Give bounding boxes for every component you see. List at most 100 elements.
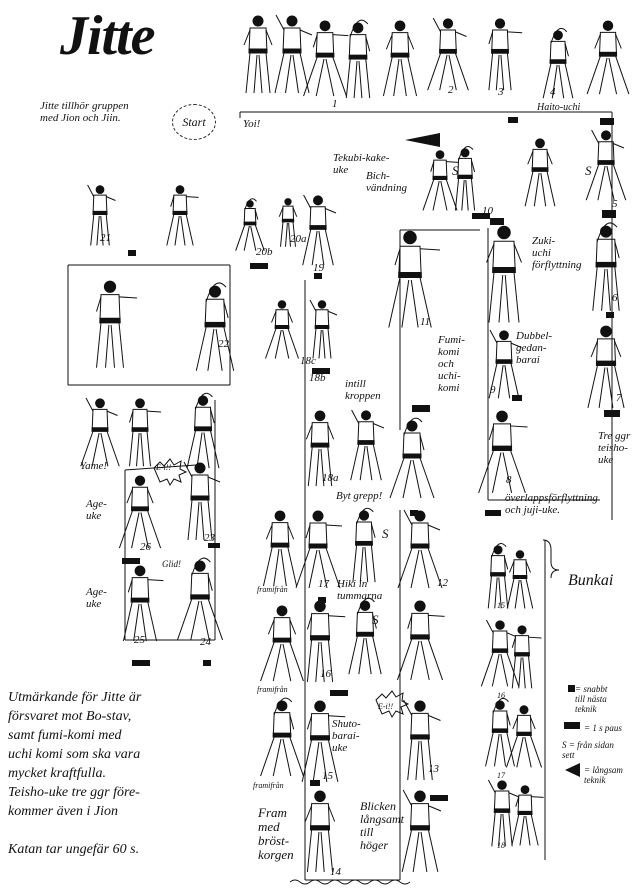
step-number-17: 17 bbox=[318, 578, 329, 590]
legend-triangle-icon bbox=[565, 763, 580, 777]
label-blicken: Blicken långsamt till höger bbox=[360, 799, 405, 852]
karate-figure bbox=[186, 392, 220, 469]
timing-marker bbox=[512, 395, 522, 401]
timing-marker bbox=[203, 660, 211, 666]
timing-marker bbox=[604, 410, 620, 417]
karate-figure bbox=[524, 138, 556, 207]
karate-figure bbox=[487, 779, 520, 847]
karate-figure bbox=[487, 543, 509, 609]
kiai-burst-2: E-i!! bbox=[378, 702, 394, 711]
karate-figure bbox=[422, 150, 459, 211]
karate-figure bbox=[260, 605, 304, 682]
step-number-13: 13 bbox=[428, 763, 439, 775]
karate-figure bbox=[478, 410, 528, 494]
karate-figure bbox=[585, 129, 627, 201]
karate-figure bbox=[348, 597, 382, 675]
timing-marker bbox=[312, 368, 330, 374]
timing-marker bbox=[508, 117, 518, 123]
legend-slow: = långsam teknik bbox=[584, 765, 623, 785]
timing-marker bbox=[122, 558, 140, 564]
step-number-2: 2 bbox=[448, 84, 454, 96]
karate-figure bbox=[506, 550, 534, 609]
karate-figure bbox=[305, 410, 335, 487]
karate-figure bbox=[195, 282, 235, 371]
timing-marker bbox=[410, 510, 418, 516]
step-number-5: 5 bbox=[612, 198, 618, 210]
karate-figure bbox=[265, 300, 299, 359]
label-hiki-in: Hiki in tummarna bbox=[337, 578, 383, 602]
karate-figure bbox=[485, 697, 515, 767]
karate-figure bbox=[183, 461, 221, 541]
karate-figure bbox=[301, 700, 346, 783]
label-age-uke-2: Age- uke bbox=[86, 586, 107, 610]
step-number-11: 11 bbox=[420, 316, 431, 328]
kata-title: Jitte bbox=[60, 5, 156, 67]
step-number-26: 26 bbox=[140, 541, 151, 553]
label-yame: Yame! bbox=[80, 460, 108, 472]
karate-figure bbox=[118, 475, 162, 549]
karate-figure bbox=[166, 185, 199, 246]
karate-figure bbox=[260, 697, 304, 777]
step-number-6: 6 bbox=[612, 292, 618, 304]
kiai-burst-icon bbox=[375, 690, 410, 718]
legend-side: S = från sidan sett bbox=[562, 740, 614, 760]
karate-figure bbox=[388, 230, 441, 328]
start-marker: Start bbox=[172, 104, 216, 140]
timing-marker bbox=[310, 780, 320, 786]
step-number-15: 15 bbox=[322, 770, 333, 782]
label-intill-kroppen: intill kroppen bbox=[345, 378, 381, 402]
label-byt-grepp: Byt grepp! bbox=[336, 490, 383, 502]
bunkai-number: 15 bbox=[497, 601, 505, 610]
timing-marker bbox=[208, 543, 220, 548]
bunkai-number: 16 bbox=[497, 691, 505, 700]
side-view-mark: S bbox=[372, 612, 379, 627]
side-view-mark: S bbox=[382, 526, 389, 541]
step-number-16: 16 bbox=[320, 668, 331, 680]
karate-figure bbox=[87, 184, 116, 246]
label-overlapp: överlappsförflyttning och juji-uke. bbox=[505, 492, 598, 516]
karate-figure bbox=[309, 299, 338, 359]
notes-text: Utmärkande för Jitte är försvaret mot Bo… bbox=[8, 690, 142, 857]
step-number-18a: 18a bbox=[322, 472, 339, 484]
label-dubbel-gedan-barai: Dubbel- gedan- barai bbox=[516, 330, 553, 366]
karate-figure bbox=[592, 222, 620, 311]
karate-figure bbox=[427, 17, 469, 91]
step-number-25: 25 bbox=[134, 634, 145, 646]
karate-figure bbox=[235, 198, 265, 251]
step-number-7: 7 bbox=[616, 392, 622, 404]
karate-figure bbox=[243, 15, 273, 94]
step-number-21: 21 bbox=[100, 232, 111, 244]
karate-figure bbox=[80, 397, 120, 467]
label-tre-ggr: Tre ggr teisho- uke bbox=[598, 430, 631, 466]
bunkai-title: Bunkai bbox=[568, 572, 614, 589]
karate-figure bbox=[278, 198, 298, 247]
karate-figure bbox=[389, 417, 435, 499]
step-number-10: 10 bbox=[482, 205, 493, 217]
bunkai-number: 18 bbox=[497, 841, 505, 850]
label-shuto-barai-uke: Shuto- barai- uke bbox=[332, 718, 361, 754]
karate-figure bbox=[505, 705, 543, 768]
step-number-12: 12 bbox=[437, 577, 448, 589]
step-number-20b: 20b bbox=[256, 246, 273, 258]
step-number-1: 1 bbox=[332, 98, 338, 110]
karate-figure bbox=[511, 785, 544, 846]
karate-figure bbox=[401, 789, 442, 873]
step-number-23: 23 bbox=[204, 532, 215, 544]
step-number-24: 24 bbox=[200, 636, 211, 648]
step-number-8: 8 bbox=[506, 474, 512, 486]
karate-figure bbox=[295, 510, 343, 589]
karate-figure bbox=[396, 600, 445, 681]
label-fumi-komi: Fumi- komi och uchi- komi bbox=[438, 334, 465, 394]
timing-marker bbox=[128, 250, 136, 256]
timing-marker bbox=[568, 685, 575, 692]
side-view-mark: S bbox=[585, 163, 592, 178]
step-number-22: 22 bbox=[218, 338, 229, 350]
timing-marker bbox=[600, 118, 614, 125]
label-framifran-2: framifrån bbox=[257, 685, 288, 694]
timing-marker bbox=[314, 273, 322, 279]
slow-technique-triangle bbox=[405, 133, 440, 147]
karate-figure bbox=[486, 225, 522, 323]
label-yoi: Yoi! bbox=[243, 118, 261, 130]
label-haito-uchi: Haito-uchi bbox=[537, 102, 581, 113]
